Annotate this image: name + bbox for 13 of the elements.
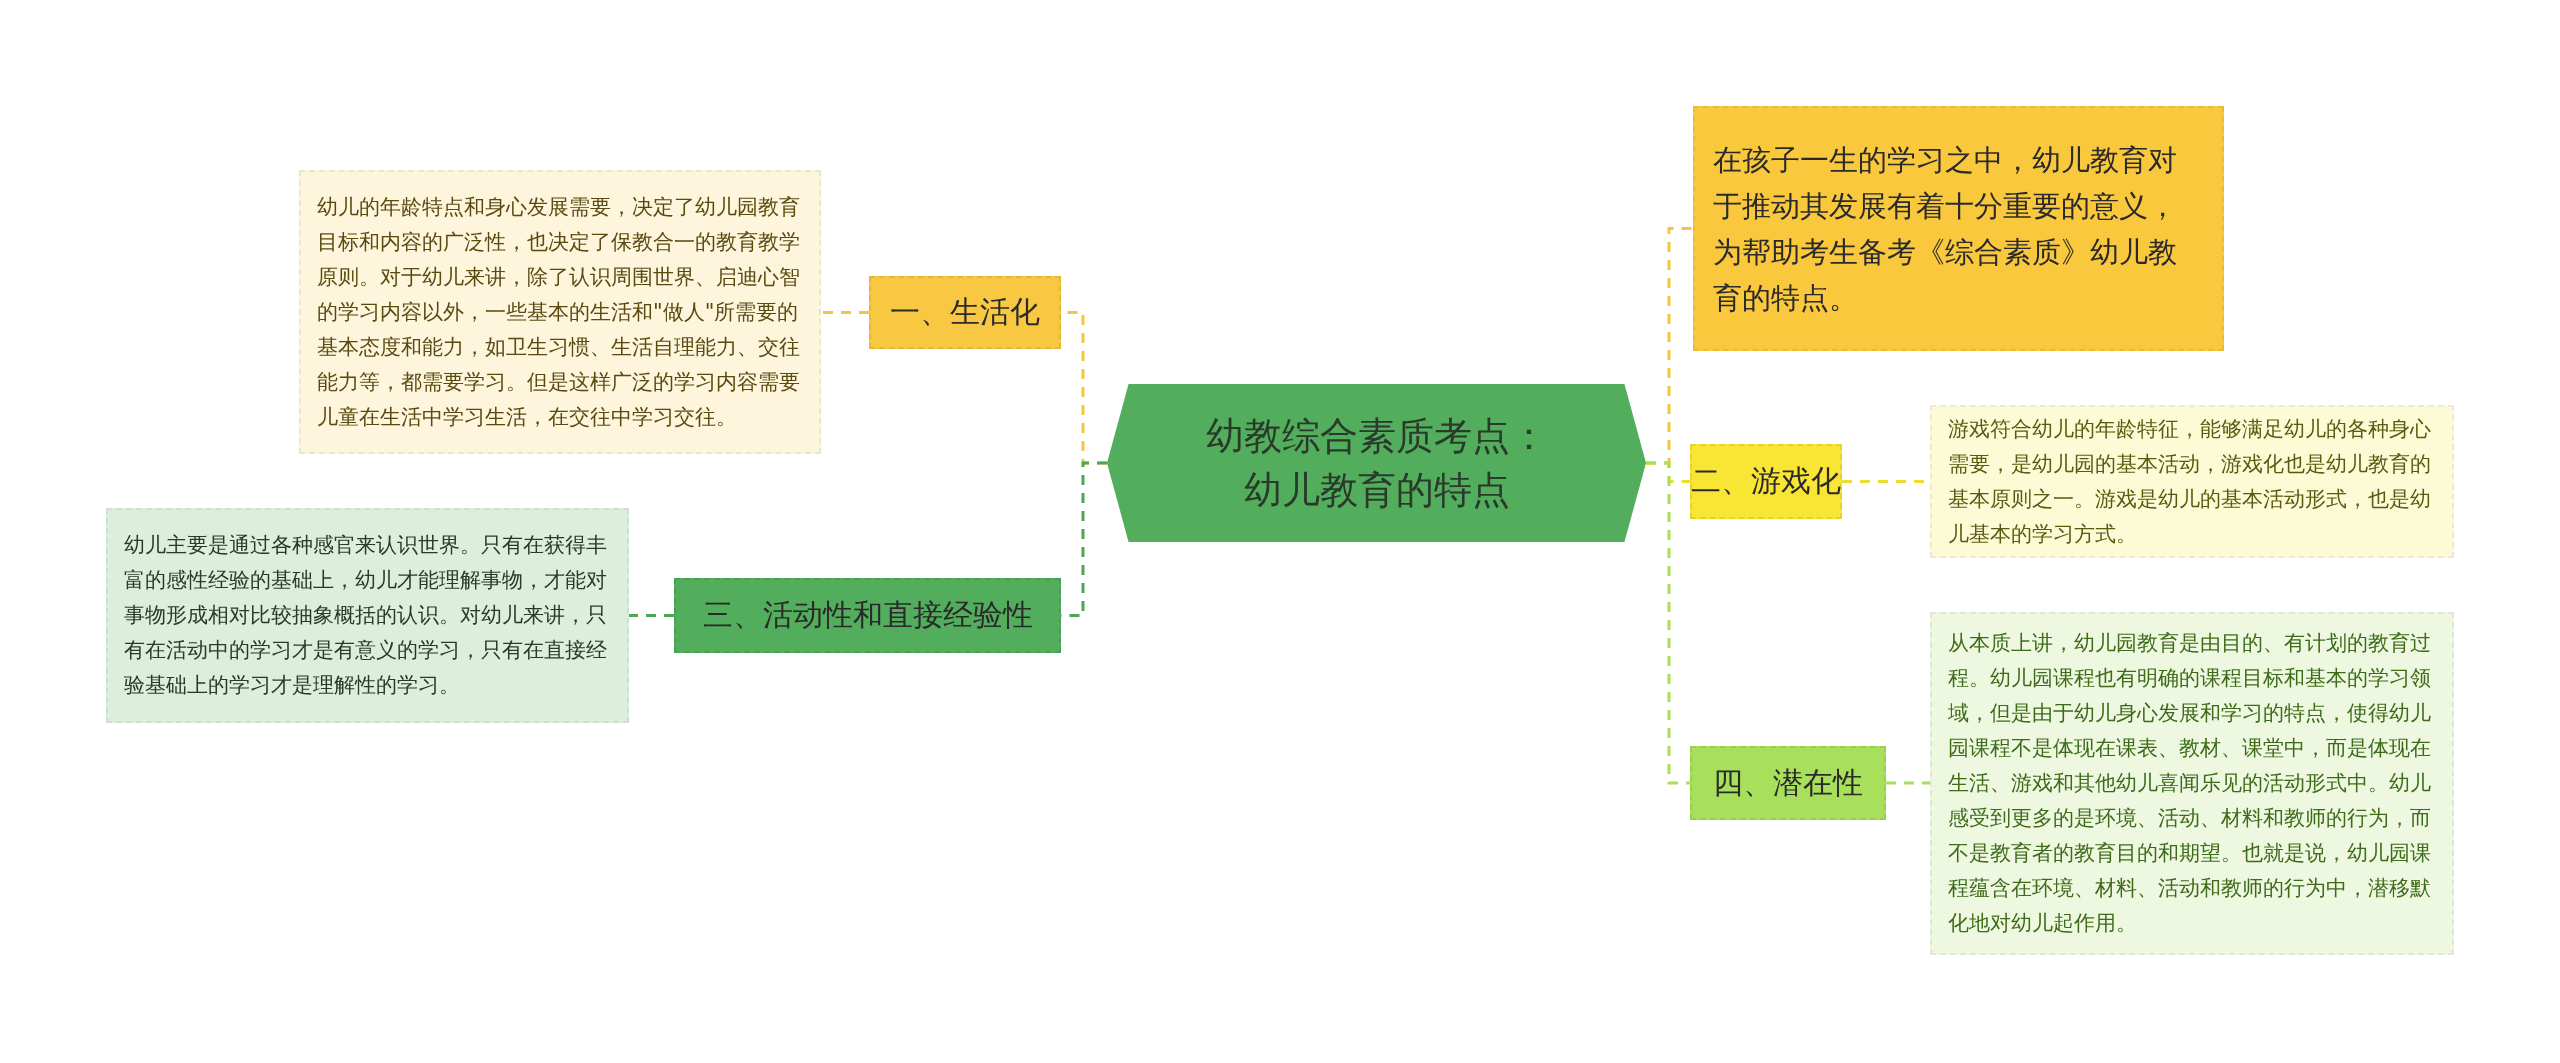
note-box: 在孩子一生的学习之中，幼儿教育对于推动其发展有着十分重要的意义，为帮助考生备考《综合素质》幼儿教育的特点。	[1693, 106, 2224, 351]
note-box: 游戏符合幼儿的年龄特征，能够满足幼儿的各种身心需要，是幼儿园的基本活动，游戏化也是幼儿教育的基本原则之一。游戏是幼儿的基本活动形式，也是幼儿基本的学习方式。	[1930, 405, 2454, 558]
connector-line	[629, 614, 674, 617]
connector-line	[821, 311, 869, 314]
connector-line	[1886, 781, 1930, 785]
branch-box: 二、游戏化	[1690, 444, 1842, 519]
note-box: 幼儿主要是通过各种感官来认识世界。只有在获得丰富的感性经验的基础上，幼儿才能理解事物，才能对事物形成相对比较抽象概括的认识。对幼儿来讲，只有在活动中的学习才是有意义的学习，只有在直接经验基础上的学习才是理解性的学习。	[106, 508, 629, 723]
branch-box: 一、生活化	[869, 276, 1061, 349]
note-box: 从本质上讲，幼儿园教育是由目的、有计划的教育过程。幼儿园课程也有明确的课程目标和基本的学习领域，但是由于幼儿身心发展和学习的特点，使得幼儿园课程不是体现在课表、教材、课堂中，而是体现在生活、游戏和其他幼儿喜闻乐见的活动形式中。幼儿感受到更多的是环境、活动、材料和教师的行为，而不是教育者的教育目的和期望。也就是说，幼儿园课程蕴含在环境、材料、活动和教师的行为中，潜移默化地对幼儿起作用。	[1930, 612, 2454, 955]
branch-box: 四、潜在性	[1690, 746, 1886, 820]
connector-line	[1646, 461, 1690, 785]
note-box: 幼儿的年龄特点和身心发展需要，决定了幼儿园教育目标和内容的广泛性，也决定了保教合一的教育教学原则。对于幼儿来讲，除了认识周围世界、启迪心智的学习内容以外，一些基本的生活和"做人"所需要的基本态度和能力，如卫生习惯、生活自理能力、交往能力等，都需要学习。但是这样广泛的学习内容需要儿童在生活中学习生活，在交往中学习交往。	[299, 170, 821, 454]
branch-box: 三、活动性和直接经验性	[674, 578, 1061, 653]
